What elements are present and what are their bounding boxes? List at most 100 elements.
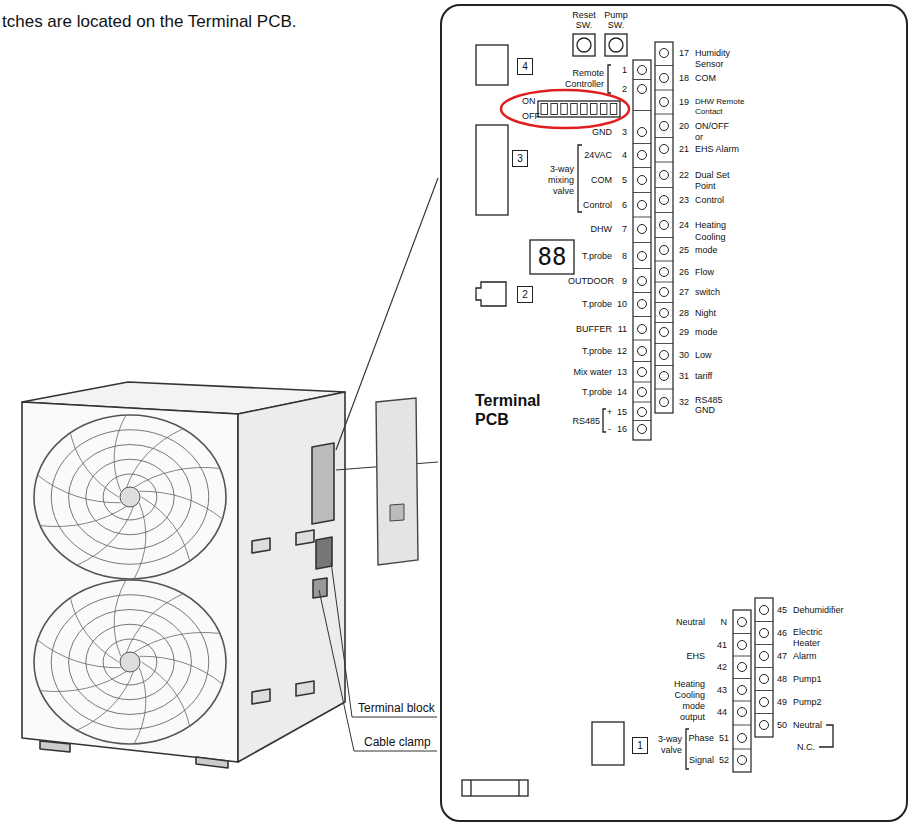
terminal-label: Night mode bbox=[695, 304, 729, 342]
terminal-screw bbox=[638, 66, 647, 75]
terminal-label: Mix water T.probe bbox=[568, 362, 612, 402]
terminal-strip bbox=[655, 42, 673, 413]
connector-number: 2 bbox=[522, 289, 528, 301]
terminal-number: 43 bbox=[717, 685, 727, 695]
fuse-divider bbox=[471, 780, 519, 796]
pcb-parts bbox=[462, 34, 833, 796]
fan-hub bbox=[120, 652, 140, 672]
terminal-screw bbox=[660, 246, 669, 255]
terminal-number: 32 bbox=[679, 397, 689, 407]
outdoor-unit bbox=[22, 382, 345, 768]
dip-switch-label: ON bbox=[522, 96, 536, 106]
terminal-number: 8 bbox=[622, 251, 627, 261]
part-name: Terminal block bbox=[358, 701, 435, 715]
bracket bbox=[608, 65, 611, 93]
terminal-divider bbox=[633, 268, 651, 269]
terminal-number: 29 bbox=[679, 327, 689, 337]
terminal-label: N.C. bbox=[797, 742, 815, 752]
terminal-divider bbox=[733, 701, 751, 702]
fan-ring bbox=[51, 430, 208, 564]
terminal-divider bbox=[633, 242, 651, 243]
fan-ring bbox=[69, 445, 192, 550]
terminal-screw bbox=[638, 368, 647, 377]
terminal-screw bbox=[660, 268, 669, 277]
terminal-number: 6 bbox=[622, 200, 627, 210]
terminal-divider bbox=[633, 143, 651, 144]
dip-switch bbox=[538, 101, 620, 117]
terminal-divider bbox=[633, 192, 651, 193]
terminal-number: 31 bbox=[679, 371, 689, 381]
terminal-screw bbox=[738, 708, 747, 717]
fan-ring bbox=[69, 610, 192, 715]
terminal-label: Heating Cooling mode bbox=[695, 219, 737, 257]
terminal-strip bbox=[733, 610, 751, 772]
terminal-screw bbox=[638, 252, 647, 261]
dip-lever bbox=[610, 104, 617, 115]
terminal-screw bbox=[660, 328, 669, 337]
terminal-screw bbox=[738, 618, 747, 627]
terminal-label: 3-way valve bbox=[652, 734, 682, 756]
terminal-number: 20 bbox=[679, 121, 689, 131]
terminal-divider bbox=[733, 749, 751, 750]
terminal-divider bbox=[655, 389, 673, 390]
terminal-number: 16 bbox=[617, 424, 627, 434]
terminal-number: 41 bbox=[717, 640, 727, 650]
reset-button-cap bbox=[577, 38, 591, 52]
fan-blade bbox=[70, 598, 118, 662]
terminal-screw bbox=[738, 663, 747, 672]
fan-blade bbox=[134, 632, 220, 652]
terminal-divider bbox=[655, 302, 673, 303]
unit-handle bbox=[296, 681, 314, 696]
fan-hub bbox=[120, 487, 140, 507]
terminal-label: Heating Cooling mode output bbox=[667, 679, 705, 723]
terminal-divider bbox=[655, 237, 673, 238]
terminal-divider bbox=[633, 382, 651, 383]
terminal-screw bbox=[760, 698, 769, 707]
dip-lever bbox=[600, 104, 607, 115]
terminal-strip bbox=[755, 598, 773, 737]
terminal-screw bbox=[660, 372, 669, 381]
terminal-divider bbox=[733, 725, 751, 726]
terminal-label: COM bbox=[591, 175, 612, 185]
unit-side bbox=[238, 392, 345, 762]
terminal-screw bbox=[638, 425, 647, 434]
terminal-label: RS485 GND bbox=[695, 395, 725, 415]
fan-ring bbox=[86, 459, 174, 534]
terminal-divider bbox=[633, 402, 651, 403]
terminal-label: Neutral bbox=[793, 720, 822, 730]
terminal-divider bbox=[633, 217, 651, 218]
connector-body bbox=[476, 45, 508, 85]
bracket bbox=[603, 409, 606, 432]
terminal-label: - bbox=[608, 424, 611, 434]
terminal-screw bbox=[660, 122, 669, 131]
fan-blade bbox=[134, 668, 146, 744]
terminal-number: 26 bbox=[679, 267, 689, 277]
pump-button bbox=[605, 34, 627, 56]
terminal-label: COM bbox=[695, 73, 716, 83]
connector-body bbox=[476, 282, 506, 306]
fan-blade bbox=[40, 506, 126, 526]
terminal-number: 11 bbox=[618, 324, 627, 334]
terminal-label: RS485 bbox=[572, 416, 600, 426]
dip-lever bbox=[581, 104, 588, 115]
dip-lever bbox=[571, 104, 578, 115]
terminal-screw bbox=[760, 721, 769, 730]
terminal-label: DHW T.probe bbox=[572, 216, 612, 270]
terminal-label: GND bbox=[592, 127, 612, 137]
display-digits: 88 bbox=[530, 243, 574, 271]
terminal-number: 4 bbox=[622, 150, 627, 160]
terminal-number: 1 bbox=[622, 65, 627, 75]
terminal-number: 47 bbox=[777, 651, 787, 661]
unit-handle bbox=[252, 689, 270, 704]
reset-button bbox=[573, 34, 595, 56]
fuse-holder bbox=[462, 780, 528, 796]
terminal-divider bbox=[655, 282, 673, 283]
terminal-label: ON/OFF bbox=[695, 121, 729, 131]
terminal-screw bbox=[660, 49, 669, 58]
terminal-number: 19 bbox=[679, 97, 689, 107]
terminal-strip bbox=[633, 60, 651, 440]
terminal-screw bbox=[738, 756, 747, 765]
terminal-number: 24 bbox=[679, 220, 689, 230]
terminal-screw bbox=[638, 347, 647, 356]
